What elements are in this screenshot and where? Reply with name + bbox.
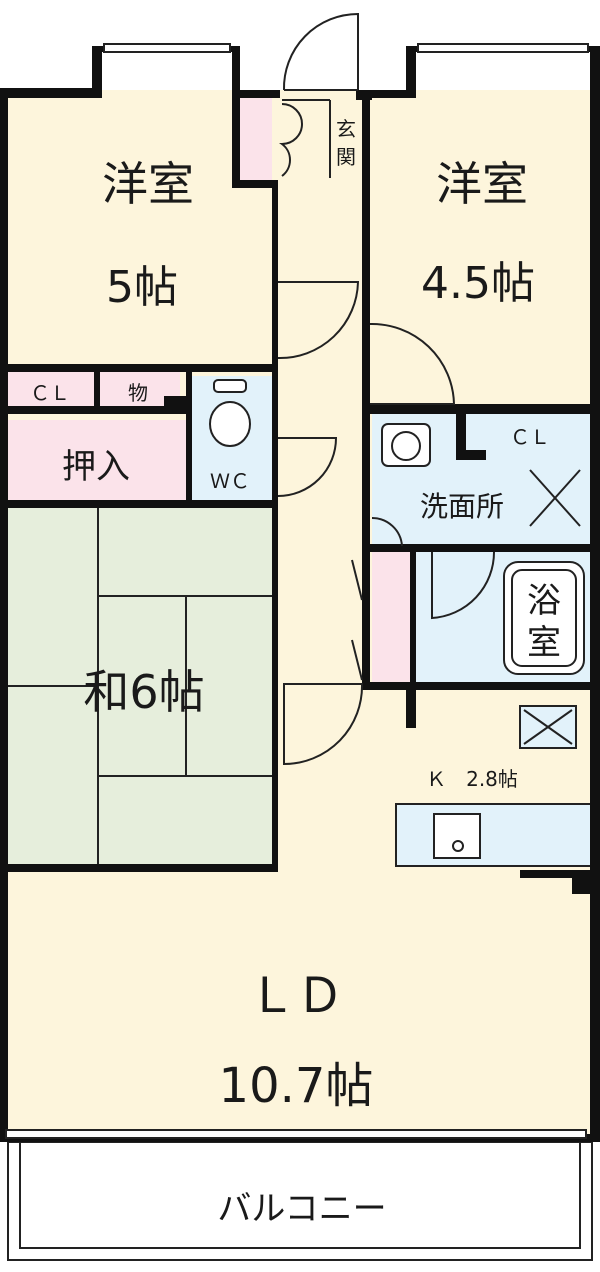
entrance-label-bottom: 関 bbox=[336, 145, 356, 169]
fixtures bbox=[209, 379, 585, 859]
closet-a-floor bbox=[8, 372, 94, 408]
closet-a-label: ＣＬ bbox=[30, 381, 70, 405]
washroom-label: 洗面所 bbox=[420, 490, 504, 523]
tatami-mats bbox=[8, 508, 276, 864]
western-room-a-size: 5帖 bbox=[106, 262, 178, 313]
doors bbox=[277, 12, 496, 766]
western-room-b-size: 4.5帖 bbox=[421, 258, 535, 309]
western-room-a-name: 洋室 bbox=[102, 157, 194, 211]
balcony-label: バルコニー bbox=[217, 1189, 386, 1229]
balcony bbox=[7, 1141, 593, 1261]
ld-name: ＬＤ bbox=[248, 968, 344, 1024]
ld-size: 10.7帖 bbox=[219, 1058, 374, 1114]
western-room-b-floor bbox=[368, 98, 592, 408]
windows bbox=[5, 43, 589, 1139]
bath-label-top: 浴 bbox=[527, 581, 561, 621]
western-room-a-floor bbox=[8, 98, 276, 368]
entrance-label-top: 玄 bbox=[336, 117, 356, 141]
toilet-icon bbox=[209, 401, 251, 447]
oshiire-label: 押入 bbox=[62, 447, 130, 487]
vent-marks bbox=[519, 469, 581, 749]
walls bbox=[0, 46, 600, 1142]
closet-b-label: ＣＬ bbox=[510, 425, 550, 449]
labels: 洋室 5帖 洋室 4.5帖 玄 関 ＣＬ 物 押入 ＷＣ ＣＬ 洗面所 浴 室 … bbox=[30, 117, 561, 1229]
japanese-room-label: 和6帖 bbox=[83, 665, 204, 719]
toilet-label: ＷＣ bbox=[210, 469, 250, 493]
hall-storage-floor bbox=[372, 552, 410, 684]
western-room-b-name: 洋室 bbox=[436, 157, 528, 211]
bath-label-bottom: 室 bbox=[527, 623, 561, 663]
kitchen-label: Ｋ 2.8帖 bbox=[426, 767, 518, 791]
storage-small-label: 物 bbox=[128, 381, 148, 405]
shoe-box-floor bbox=[238, 98, 272, 184]
kitchen-counter bbox=[395, 803, 593, 867]
oshiire-floor bbox=[8, 420, 186, 502]
